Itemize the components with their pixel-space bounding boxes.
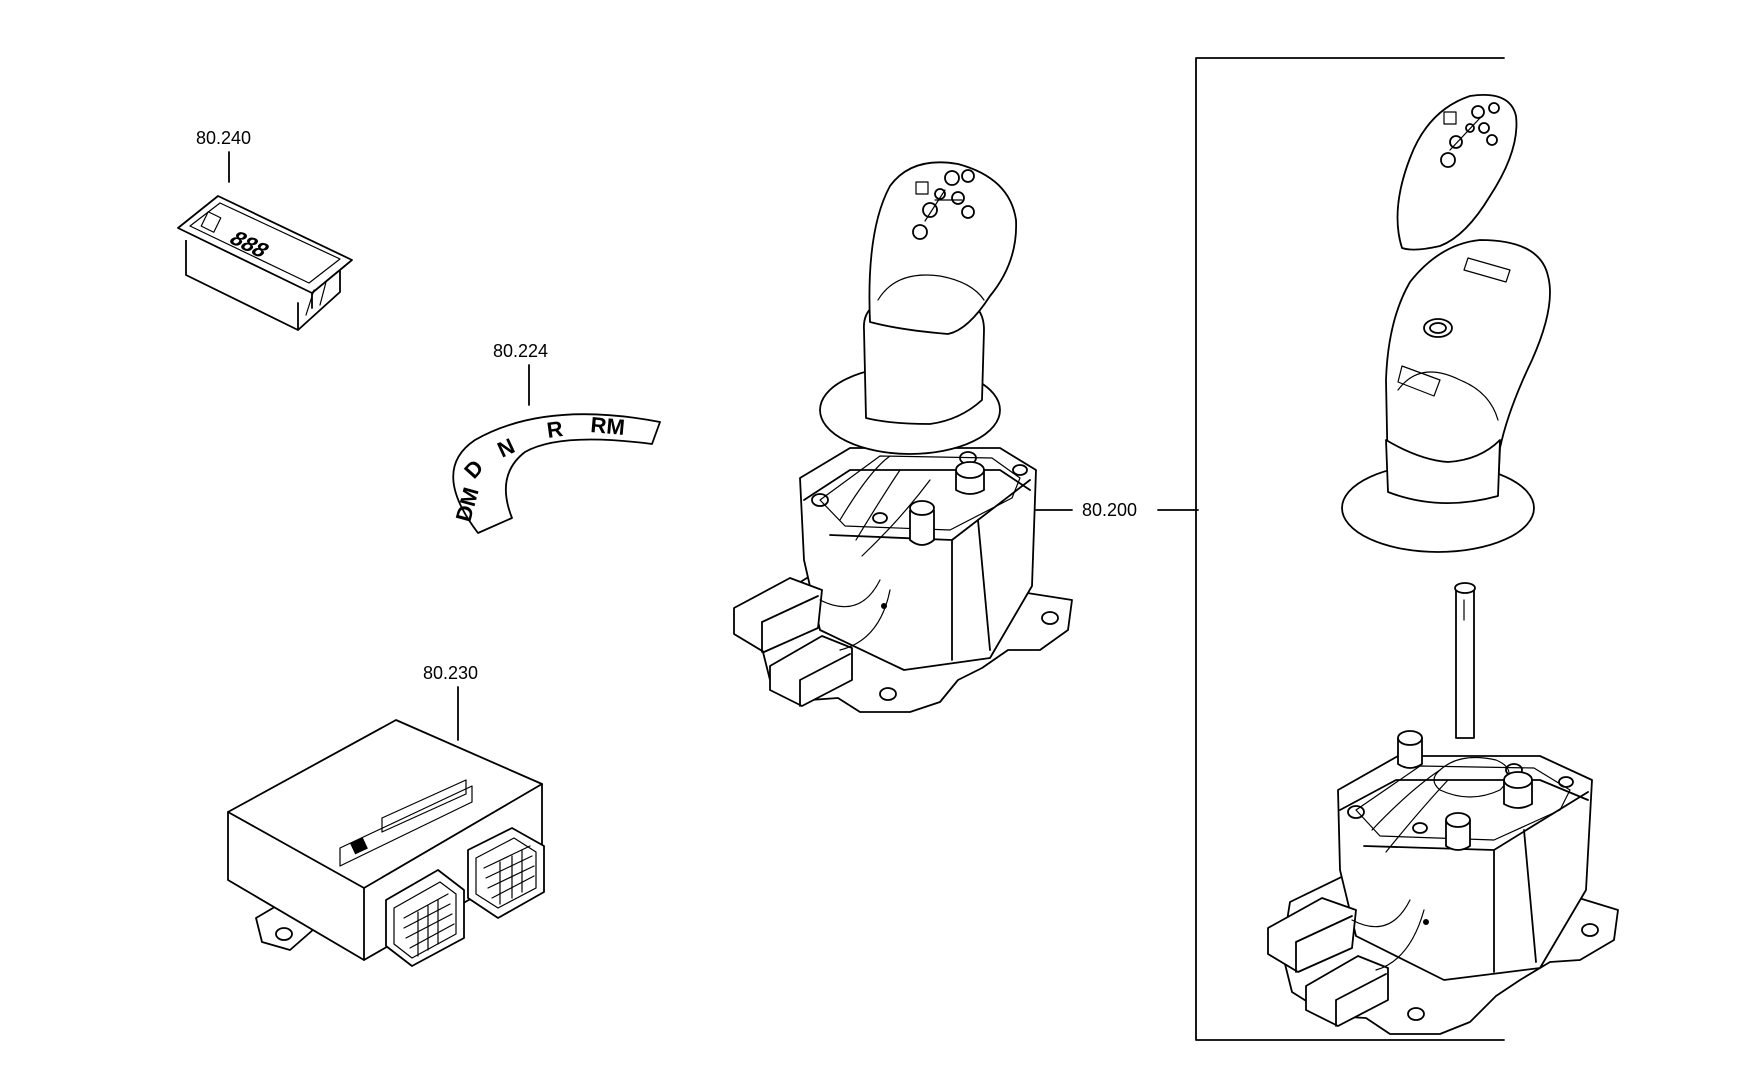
exploded-shaft — [1455, 589, 1475, 739]
callout-label-80-224: 80.224 — [493, 341, 548, 361]
display-bezel — [177, 195, 353, 294]
exploded-button-cover — [1396, 94, 1518, 251]
shift-lever-assembled — [733, 161, 1073, 713]
callout-label-80-200: 80.200 — [1082, 500, 1137, 520]
exploded-housing — [1337, 755, 1593, 981]
decal-letter-r: R — [545, 416, 564, 443]
ecu-module: 80.230 — [227, 663, 545, 967]
display-unit: 80.240 888 — [177, 128, 353, 331]
exploded-view-bracket — [1195, 57, 1505, 1041]
shifter-knob-head — [868, 161, 1017, 335]
gear-decal: 80.224 DM D N R RM — [451, 341, 661, 534]
shift-lever-exploded — [1267, 94, 1619, 1035]
callout-80-200: 80.200 — [1035, 500, 1199, 520]
ecu-connector-right — [467, 827, 545, 919]
exploded-connector-lower — [1305, 955, 1389, 1027]
decal-letter-rm: RM — [590, 412, 626, 440]
shifter-button-pad — [912, 169, 975, 240]
shifter-housing — [799, 447, 1037, 671]
callout-label-80-230: 80.230 — [423, 663, 478, 683]
ecu-label-plate — [339, 785, 473, 867]
decal-strip — [452, 413, 661, 534]
exploded-knob-housing — [1385, 239, 1551, 489]
shifter-connector-lower — [769, 635, 853, 707]
ecu-connector-left — [385, 869, 465, 967]
callout-label-80-240: 80.240 — [196, 128, 251, 148]
